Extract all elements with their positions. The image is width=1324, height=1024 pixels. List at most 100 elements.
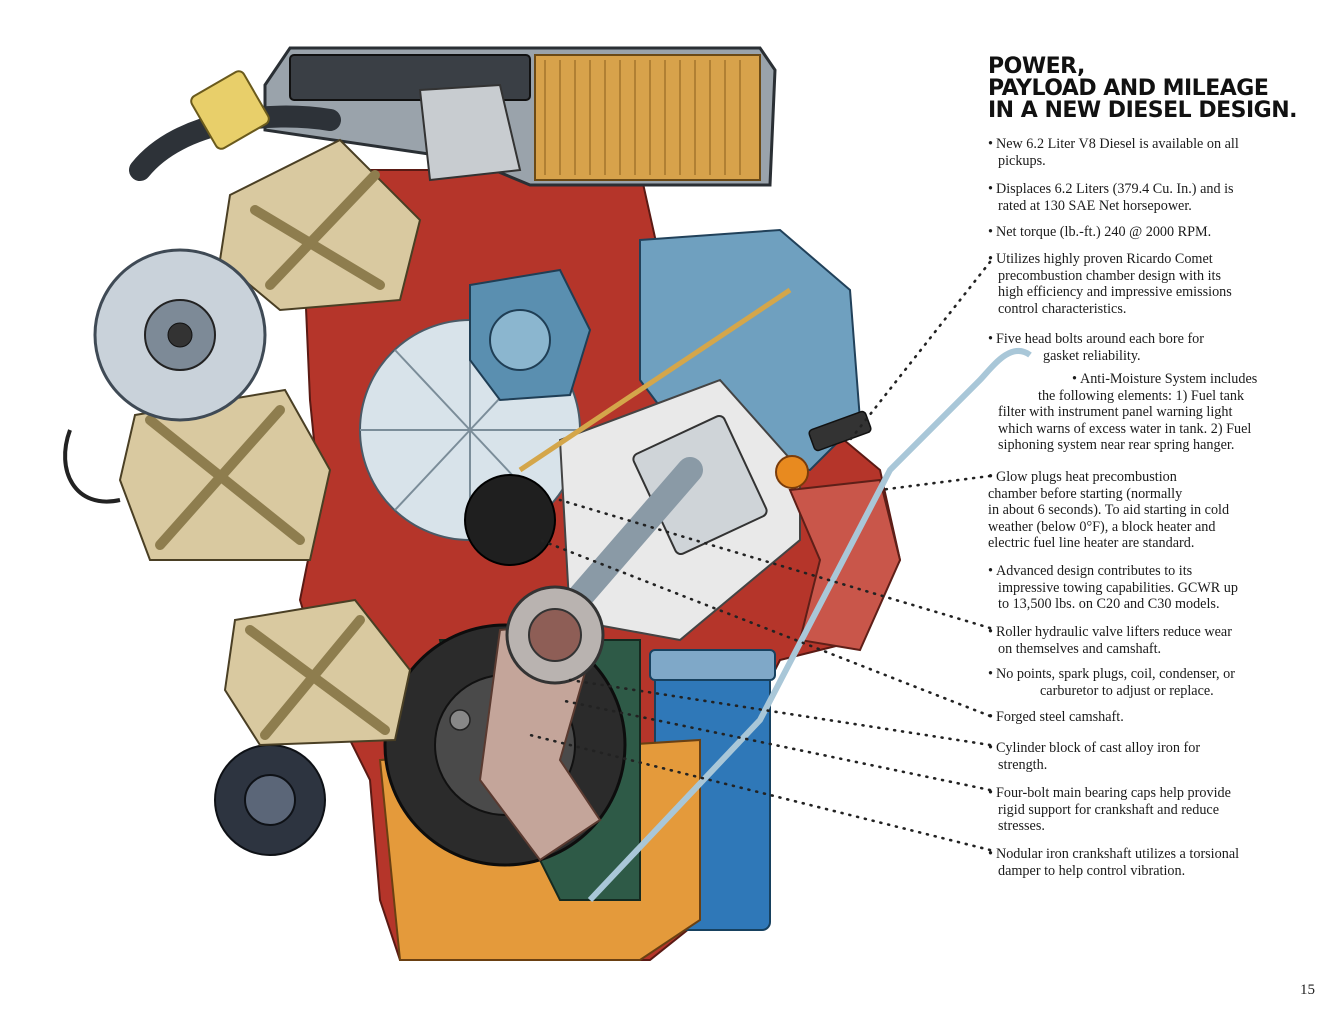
feature-line-text: Utilizes highly proven Ricardo Comet (995, 251, 1213, 267)
feature-line: •New 6.2 Liter V8 Diesel is available on… (988, 136, 1288, 153)
feature-line: carburetor to adjust or replace. (1040, 682, 1214, 699)
feature-line: •Nodular iron crankshaft utilizes a tors… (988, 846, 1288, 863)
feature-line: •Advanced design contributes to its (988, 563, 1288, 580)
bullet-marker: • (988, 785, 993, 801)
feature-line: in about 6 seconds). To aid starting in … (988, 502, 1230, 518)
feature-line: •No points, spark plugs, coil, condenser… (988, 666, 1288, 683)
leader-camshaft (538, 538, 992, 718)
bracket-middle-cross (145, 405, 305, 550)
feature-line: stresses. (998, 818, 1045, 834)
alternator-nut (167, 322, 193, 348)
bullet-marker: • (988, 181, 993, 197)
feature-line-text: Forged steel camshaft. (995, 709, 1124, 725)
leader-lifters (558, 498, 992, 630)
oil-filter-band (649, 649, 776, 681)
feature-line: which warns of excess water in tank. 2) … (998, 420, 1252, 437)
leader-lines (528, 260, 992, 852)
damper-bolt (449, 709, 471, 731)
headline-line-3: IN A NEW DIESEL DESIGN. (988, 98, 1297, 123)
feature-item: •Roller hydraulic valve lifters reduce w… (988, 624, 1288, 657)
feature-line: control characteristics. (998, 300, 1127, 317)
feature-line: strength. (998, 756, 1048, 773)
feature-line-text: Glow plugs heat precombustion (995, 469, 1177, 485)
feature-line: gasket reliability. (1043, 347, 1141, 364)
leader-precombustion (848, 260, 992, 442)
fan-hub (464, 474, 556, 566)
headline-line-1: POWER, (988, 54, 1085, 79)
feature-line: •Net torque (lb.-ft.) 240 @ 2000 RPM. (988, 224, 1288, 241)
feature-item: •Net torque (lb.-ft.) 240 @ 2000 RPM. (988, 224, 1288, 241)
bullet-marker: • (988, 563, 993, 579)
feature-line-text: No points, spark plugs, coil, condenser,… (995, 666, 1235, 682)
feature-line-text: Four-bolt main bearing caps help provide (995, 785, 1231, 801)
air-filter-element (534, 54, 761, 181)
bullet-marker: • (988, 740, 993, 756)
feature-line: to 13,500 lbs. on C20 and C30 models. (998, 596, 1220, 612)
bullet-marker: • (988, 331, 993, 347)
leader-bearing-caps (558, 698, 992, 792)
feature-line: •Five head bolts around each bore for (988, 331, 1288, 348)
feature-line: •Cylinder block of cast alloy iron for (988, 740, 1288, 757)
headline-line-2: PAYLOAD AND MILEAGE (988, 76, 1269, 101)
bracket-upper-cross (250, 170, 385, 290)
bullet-marker: • (988, 469, 993, 485)
feature-line-text: Net torque (lb.-ft.) 240 @ 2000 RPM. (995, 224, 1212, 240)
feature-line: on themselves and camshaft. (998, 640, 1162, 657)
bullet-marker: • (988, 624, 993, 640)
feature-line: •Four-bolt main bearing caps help provid… (988, 785, 1288, 802)
feature-line-text: Five head bolts around each bore for (995, 331, 1204, 347)
feature-line: filter with instrument panel warning lig… (998, 404, 1233, 420)
feature-line: rated at 130 SAE Net horsepower. (998, 197, 1192, 214)
feature-line: •Anti-Moisture System includes (998, 371, 1285, 388)
feature-item: •No points, spark plugs, coil, condenser… (988, 666, 1288, 699)
bullet-marker: • (988, 709, 993, 725)
feature-line: chamber before starting (normally (988, 485, 1183, 502)
air-filter-pleats (544, 60, 741, 175)
feature-item: •Four-bolt main bearing caps help provid… (988, 785, 1288, 835)
feature-line-text: Advanced design contributes to its (995, 563, 1193, 579)
feature-item: •Nodular iron crankshaft utilizes a tors… (988, 846, 1288, 879)
feature-line: damper to help control vibration. (998, 862, 1186, 879)
feature-item: •New 6.2 Liter V8 Diesel is available on… (988, 136, 1288, 169)
feature-item: •Displaces 6.2 Liters (379.4 Cu. In.) an… (988, 181, 1288, 214)
feature-line: rigid support for crankshaft and reduce (998, 801, 1220, 818)
bullet-marker: • (988, 136, 993, 152)
page-number: 15 (1300, 982, 1315, 998)
bracket-lower-cross (245, 615, 390, 740)
bullet-marker: • (988, 666, 993, 682)
crank-journal (528, 608, 582, 662)
bullet-marker: • (988, 846, 993, 862)
feature-line: precombustion chamber design with its (998, 267, 1222, 284)
leader-glow-plugs (878, 474, 992, 492)
feature-line-text: Nodular iron crankshaft utilizes a torsi… (995, 846, 1240, 862)
leader-crankshaft (528, 733, 992, 852)
precombustion-chamber (775, 455, 809, 489)
feature-line: high efficiency and impressive emissions (998, 284, 1232, 300)
wiring-harness (63, 429, 121, 504)
intake-horn (418, 83, 522, 182)
dipstick-tube (587, 347, 1032, 903)
injector (808, 410, 872, 452)
feature-line-text: New 6.2 Liter V8 Diesel is available on … (995, 136, 1239, 152)
feature-line: siphoning system near rear spring hanger… (998, 437, 1235, 453)
injection-pump-rotor (489, 309, 551, 371)
pushrod (518, 287, 792, 473)
feature-line: impressive towing capabilities. GCWR up (998, 579, 1238, 596)
bullet-marker: • (988, 224, 993, 240)
feature-line: weather (below 0°F), a block heater and (988, 518, 1216, 535)
feature-line: •Displaces 6.2 Liters (379.4 Cu. In.) an… (988, 181, 1288, 198)
feature-line: •Utilizes highly proven Ricardo Comet (988, 251, 1288, 268)
feature-line: pickups. (998, 152, 1046, 169)
bullet-marker: • (1072, 371, 1077, 387)
feature-line-text: Cylinder block of cast alloy iron for (995, 740, 1201, 756)
leader-cylinder-block (568, 678, 992, 747)
feature-line: electric fuel line heater are standard. (988, 535, 1195, 551)
feature-line: •Glow plugs heat precombustion (988, 469, 1288, 486)
feature-line-text: Anti-Moisture System includes (1079, 371, 1258, 387)
